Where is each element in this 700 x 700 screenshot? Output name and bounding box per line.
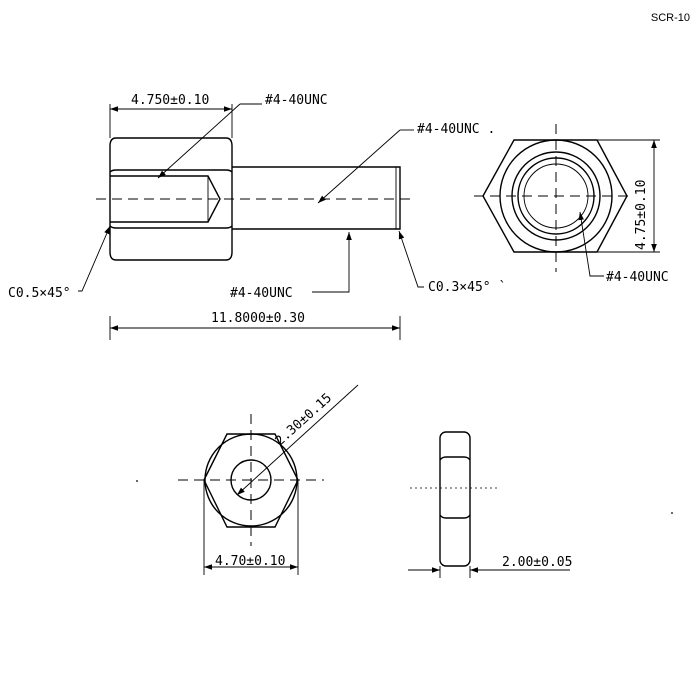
hex-head-flat-top <box>109 169 233 173</box>
chamfer-right-leader <box>398 230 424 288</box>
shaft-thread-callout-bottom: #4-40UNC <box>230 286 293 301</box>
stray-dot-left <box>136 480 138 482</box>
nut-hole-dim-line <box>236 384 359 496</box>
nut-side-body <box>439 431 471 567</box>
hex-head-outline <box>109 137 233 261</box>
nut-side-view: 2.00±0.05 <box>408 431 572 578</box>
part-number-label: SCR-10 <box>651 12 690 24</box>
chamfer-left-callout: C0.5×45° <box>8 286 71 301</box>
shaft-thread-leader-bottom <box>312 232 352 293</box>
threaded-shaft <box>232 166 401 230</box>
nut-front-view: 2.30±0.15 4.70±0.10 <box>178 384 359 575</box>
side-view: 4.750±0.10 #4-40UNC #4-40UNC . C0.5×45° … <box>8 93 506 340</box>
end-view-hex-dim: 4.75±0.10 <box>634 180 649 250</box>
end-view-thread-callout: #4-40UNC <box>606 270 669 285</box>
internal-thread-leader <box>157 103 241 179</box>
internal-thread-hole <box>110 175 221 223</box>
overall-length-dim: 11.8000±0.30 <box>211 311 305 326</box>
nut-width-dim: 4.70±0.10 <box>215 554 285 569</box>
nut-side-flat-bottom <box>439 514 471 519</box>
nut-hole-dim: 2.30±0.15 <box>273 391 335 449</box>
shaft-thread-leader-top <box>317 129 401 204</box>
stray-dot-right <box>671 512 673 514</box>
hex-head-flat-bottom <box>109 225 233 229</box>
internal-thread-callout: #4-40UNC <box>265 93 328 108</box>
shaft-thread-callout-top: #4-40UNC . <box>417 122 495 137</box>
hex-length-dim: 4.750±0.10 <box>131 93 209 108</box>
end-view: 4.75±0.10 #4-40UNC <box>474 124 669 285</box>
end-view-thread-leader <box>578 211 604 277</box>
nut-side-thickness-dim: 2.00±0.05 <box>502 555 572 570</box>
nut-side-flat-top <box>439 456 471 461</box>
chamfer-right-callout: C0.3×45° ` <box>428 280 506 295</box>
chamfer-left-leader <box>78 225 111 292</box>
